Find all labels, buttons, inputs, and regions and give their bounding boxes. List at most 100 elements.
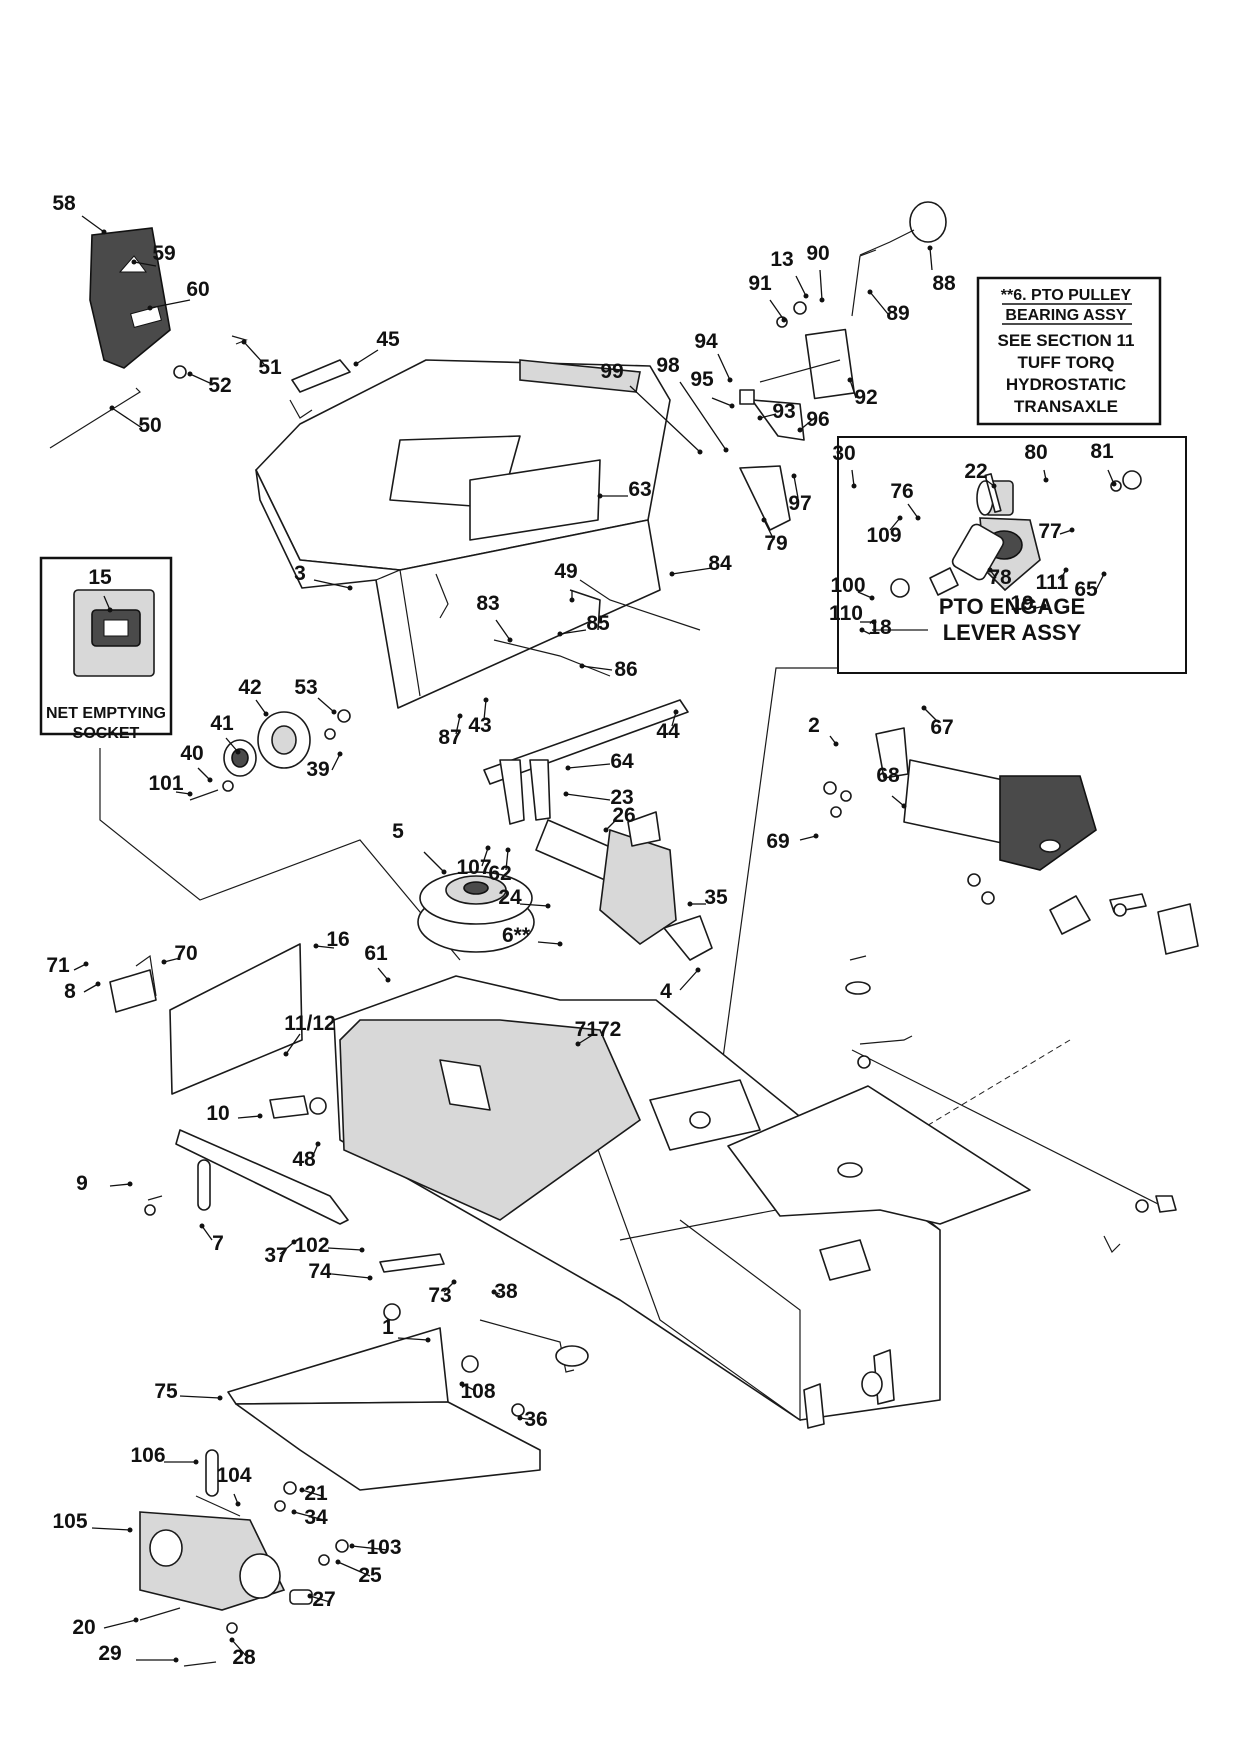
- leader-dot: [347, 585, 353, 591]
- callout-number: 76: [890, 480, 913, 503]
- leader-line: [577, 1033, 595, 1045]
- leader-line: [317, 697, 335, 713]
- leader-dot: [133, 1617, 139, 1623]
- leader-dot: [1101, 571, 1107, 577]
- callout-number: 2: [808, 714, 820, 737]
- callout-97: 97: [788, 473, 812, 515]
- callout-71: 71: [46, 954, 89, 977]
- callout-number: 65: [1074, 578, 1098, 601]
- callout-27: 27: [307, 1588, 336, 1611]
- bracket-97: [739, 465, 791, 531]
- leader-line: [331, 1273, 371, 1279]
- callout-number: 67: [930, 716, 953, 739]
- note-line-5: HYDROSTATIC: [1006, 375, 1126, 394]
- leader-line: [537, 941, 561, 945]
- callout-number: 15: [88, 566, 112, 589]
- leader-dot: [897, 515, 903, 521]
- callout-69: 69: [766, 830, 819, 853]
- leader-line: [81, 215, 105, 233]
- fender-61: [339, 1019, 641, 1221]
- callout-number: 26: [612, 804, 635, 827]
- leader-dot: [127, 1181, 133, 1187]
- leader-dot: [673, 709, 679, 715]
- callout-108: 108: [459, 1380, 496, 1403]
- callout-number: 58: [52, 192, 76, 215]
- leader-dot: [803, 293, 809, 299]
- leader-line: [331, 753, 341, 771]
- callout-13: 13: [770, 248, 809, 299]
- leader-dot: [1043, 477, 1049, 483]
- plate-15: [169, 943, 303, 1095]
- callout-36: 36: [517, 1408, 548, 1431]
- bracket-16: [109, 969, 157, 1013]
- shaft-109: [1049, 895, 1091, 935]
- link-9: [197, 1159, 211, 1211]
- callout-107: 107: [456, 845, 492, 879]
- callout-10: 10: [206, 1102, 263, 1125]
- callout-7172: 7172: [575, 1018, 621, 1047]
- leader-line: [711, 397, 733, 407]
- leader-line: [759, 413, 777, 419]
- leader-line: [889, 517, 901, 531]
- handle-20: [951, 523, 1005, 581]
- callout-number: 108: [460, 1380, 495, 1403]
- leader-dot: [505, 847, 511, 853]
- callout-number: 92: [854, 386, 877, 409]
- bracket-45: [291, 359, 351, 393]
- callout-number: 93: [772, 400, 795, 423]
- rod-85: [579, 579, 701, 631]
- leader-line: [301, 1489, 323, 1497]
- callout-number: 25: [358, 1564, 382, 1587]
- callout-65: 65: [1074, 571, 1107, 601]
- link-75: [205, 1449, 219, 1497]
- callout-number: 77: [1038, 520, 1061, 543]
- callout-28: 28: [229, 1637, 256, 1669]
- leader-dot: [299, 1487, 305, 1493]
- leader-line: [717, 353, 731, 381]
- callout-20: 20: [72, 1616, 139, 1639]
- leader-dot: [131, 259, 137, 265]
- nut-94: [739, 389, 755, 405]
- callout-number: 5: [392, 820, 404, 843]
- callout-110: 110: [829, 602, 877, 625]
- callout-83: 83: [476, 592, 513, 643]
- leader-line: [851, 469, 855, 487]
- leader-dot: [425, 1337, 431, 1343]
- leader-dot: [441, 869, 447, 875]
- leader-dot: [757, 415, 763, 421]
- callout-number: 13: [770, 248, 793, 271]
- callout-8: 8: [64, 980, 101, 1003]
- callout-21: 21: [299, 1482, 328, 1505]
- callout-number: 28: [232, 1646, 256, 1669]
- leader-line: [799, 419, 813, 431]
- callout-number: 91: [748, 272, 772, 295]
- leader-line: [163, 957, 181, 963]
- leader-dot: [457, 713, 463, 719]
- callout-number: 29: [98, 1642, 121, 1665]
- leader-dot: [991, 483, 997, 489]
- callout-90: 90: [806, 242, 830, 303]
- callout-number: 4: [660, 980, 672, 1003]
- leader-dot: [263, 711, 269, 717]
- leader-dot: [797, 427, 803, 433]
- note-line-3: SEE SECTION 11: [998, 331, 1135, 350]
- leader-line: [923, 707, 939, 723]
- callout-5: 5: [392, 820, 447, 875]
- leader-dot: [331, 709, 337, 715]
- callout-25: 25: [335, 1559, 382, 1587]
- callout-84: 84: [669, 552, 732, 577]
- leader-dot: [291, 1239, 297, 1245]
- callout-88: 88: [927, 245, 956, 295]
- leader-line: [483, 699, 487, 721]
- callout-number: 84: [708, 552, 732, 575]
- leader-line: [793, 475, 799, 499]
- leader-line: [455, 715, 461, 735]
- callout-number: 7: [212, 1232, 224, 1255]
- callout-number: 105: [52, 1510, 87, 1533]
- callout-103: 103: [349, 1536, 402, 1559]
- leader-dot: [307, 1593, 313, 1599]
- leader-line: [327, 1247, 363, 1251]
- callout-30: 30: [832, 442, 857, 489]
- callout-number: 42: [238, 676, 261, 699]
